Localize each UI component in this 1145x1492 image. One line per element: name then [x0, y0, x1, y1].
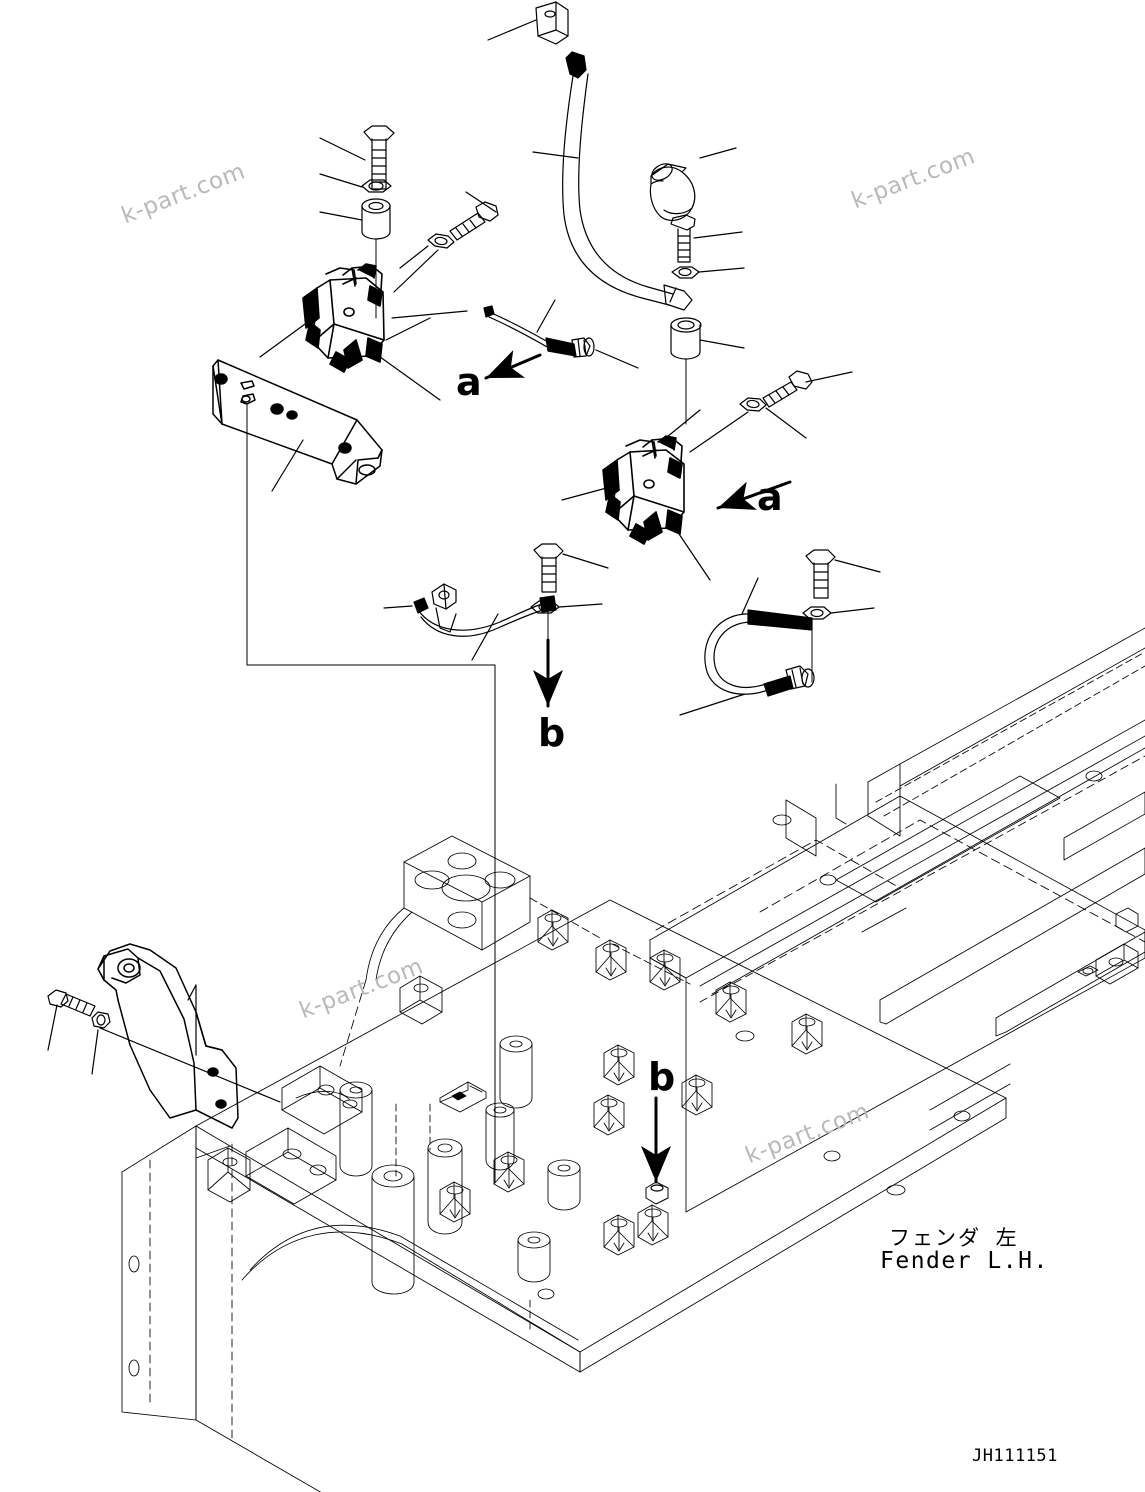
leader-hose-b-1 — [471, 613, 499, 661]
part-clip-top — [535, 1, 569, 45]
part-fender-panel-assembly — [121, 835, 1007, 1492]
leader-spacer-right — [699, 339, 745, 349]
part-bolt-center-upper — [449, 201, 499, 241]
leader-bolt-upper-left — [319, 137, 366, 161]
part-hose-short-b — [413, 583, 557, 637]
part-spacer-collar-upper-left — [361, 198, 391, 240]
leader-valve-upper-left — [259, 315, 317, 358]
part-bolt-support-arm — [47, 989, 96, 1017]
leader-washer-lower-right — [830, 607, 875, 614]
callout-arrow-a-2 — [716, 480, 792, 510]
part-mounting-bracket-plate — [212, 359, 383, 485]
part-bolt-lower-right — [805, 549, 836, 599]
part-solenoid-valve-lower — [602, 435, 685, 545]
part-hose-short-a — [483, 305, 595, 358]
leader-washer-center-upper — [399, 245, 429, 269]
leader-hose-b-2 — [383, 605, 413, 609]
leader-bolt-center-upper — [465, 191, 497, 213]
leader-bolt-right-mid — [805, 371, 853, 383]
leader-valve-upper-right — [393, 249, 439, 293]
leader-support-arm-1 — [187, 984, 197, 1001]
callout-label-a-upper: a — [456, 360, 482, 404]
part-washer-right-upper — [671, 266, 700, 279]
part-bolt-upper-left — [363, 125, 395, 190]
part-washer-right-mid — [739, 397, 767, 412]
callout-b-target — [645, 1181, 669, 1205]
leader-washer-right-upper — [698, 267, 745, 273]
part-support-arm-bracket — [97, 943, 239, 1129]
leader-valve-upper-a — [391, 310, 468, 319]
leader-support-arm-3 — [99, 1027, 281, 1103]
leader-valve-upper-bottom — [375, 353, 441, 401]
part-frame-rail-assembly — [649, 627, 1145, 1213]
part-spacer-collar-right — [670, 317, 702, 360]
part-bolt-right-upper — [670, 214, 696, 263]
leader-hose-a-2 — [595, 349, 639, 369]
leader-washer-right-mid — [765, 407, 807, 439]
leader-valve-lower-right — [689, 411, 749, 453]
leader-hose-curved-1 — [741, 577, 759, 615]
callout-label-a-lower: a — [757, 475, 783, 519]
part-hose-curved-right — [704, 609, 815, 697]
leader-hose-curved-2 — [679, 693, 746, 716]
leader-washer-lower-center — [558, 603, 603, 608]
caption-japanese: フェンダ 左 — [889, 1226, 1019, 1250]
part-solenoid-valve-upper — [302, 263, 385, 373]
callout-label-b-lower: b — [648, 1055, 676, 1099]
caption-english: Fender L.H. — [880, 1248, 1049, 1274]
part-hose-long-curved — [562, 51, 693, 311]
leader-valve-lower-top — [666, 409, 701, 438]
leader-elbow — [699, 147, 737, 159]
part-washer-support-arm — [91, 1011, 111, 1029]
leader-washer-support-arm — [91, 1029, 99, 1075]
leader-valve-upper-mid — [385, 317, 431, 341]
callout-label-b-upper: b — [538, 711, 566, 755]
leader-hose-a-1 — [536, 299, 556, 333]
leader-bolt-lower-right — [834, 559, 881, 573]
part-washer-upper-left — [361, 179, 392, 193]
part-washer-center-upper — [427, 233, 455, 249]
callout-arrow-a-1 — [484, 350, 542, 380]
leader-bracket-plate — [271, 439, 304, 492]
leader-bolt-support-arm — [47, 1004, 58, 1051]
leader-valve-lower-bottom — [672, 524, 711, 581]
part-elbow-fitting — [649, 163, 696, 222]
part-washer-lower-right — [802, 606, 832, 620]
leader-clip-top — [487, 19, 537, 41]
leader-spacer-upper-left — [319, 211, 363, 221]
part-bolt-lower-center — [533, 543, 564, 593]
leader-hose-long — [532, 151, 579, 159]
drawing-number: JH111151 — [972, 1446, 1058, 1466]
leader-bolt-right-upper — [693, 231, 743, 239]
leader-washer-upper-left — [319, 173, 363, 188]
leader-valve-lower-left — [561, 485, 615, 501]
leader-bolt-lower-center — [562, 553, 609, 569]
part-bolt-right-mid — [762, 370, 813, 408]
